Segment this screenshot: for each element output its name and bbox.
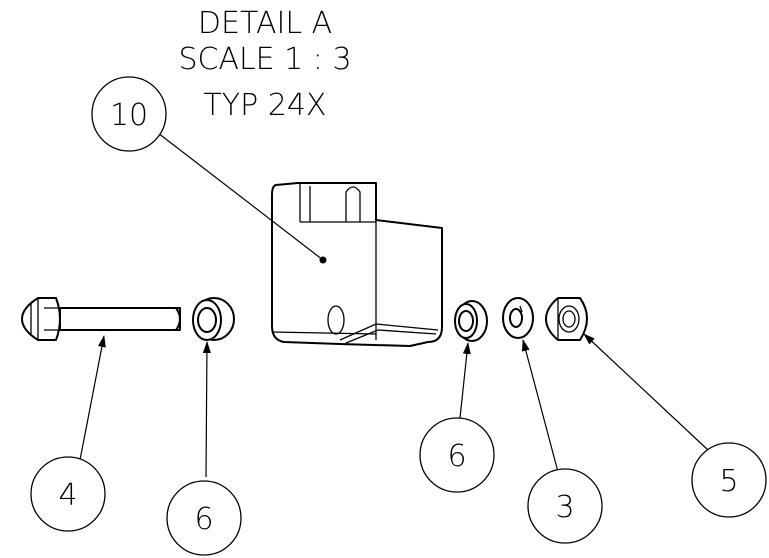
leader-6-left	[202, 341, 211, 478]
bolt-part	[21, 297, 181, 341]
balloon-3: 3	[527, 468, 603, 544]
balloon-3-label: 3	[555, 490, 574, 525]
detail-title: DETAIL A	[198, 6, 332, 41]
hex-nut-part	[545, 297, 588, 341]
balloon-4-label: 4	[58, 478, 77, 513]
leader-5	[583, 333, 709, 451]
bracket-block-part	[271, 182, 443, 347]
balloon-5-label: 5	[719, 464, 738, 499]
balloon-10: 10	[91, 76, 167, 152]
balloon-5: 5	[691, 442, 767, 518]
leader-4	[79, 335, 106, 461]
balloon-10-label: 10	[110, 98, 148, 133]
lock-washer-part	[502, 297, 534, 339]
balloon-6-left: 6	[166, 480, 242, 556]
leader-3	[521, 339, 559, 473]
detail-scale: SCALE 1 : 3	[178, 42, 351, 77]
bushing-right-part	[454, 300, 488, 342]
balloon-6-right: 6	[419, 417, 495, 493]
balloon-6-right-label: 6	[447, 439, 466, 474]
detail-note: TYP 24X	[203, 88, 326, 123]
leader-10	[157, 132, 324, 261]
balloon-6-left-label: 6	[194, 502, 213, 537]
balloon-4: 4	[30, 456, 106, 532]
leader-6-right	[459, 342, 471, 419]
bushing-left-part	[192, 297, 235, 341]
